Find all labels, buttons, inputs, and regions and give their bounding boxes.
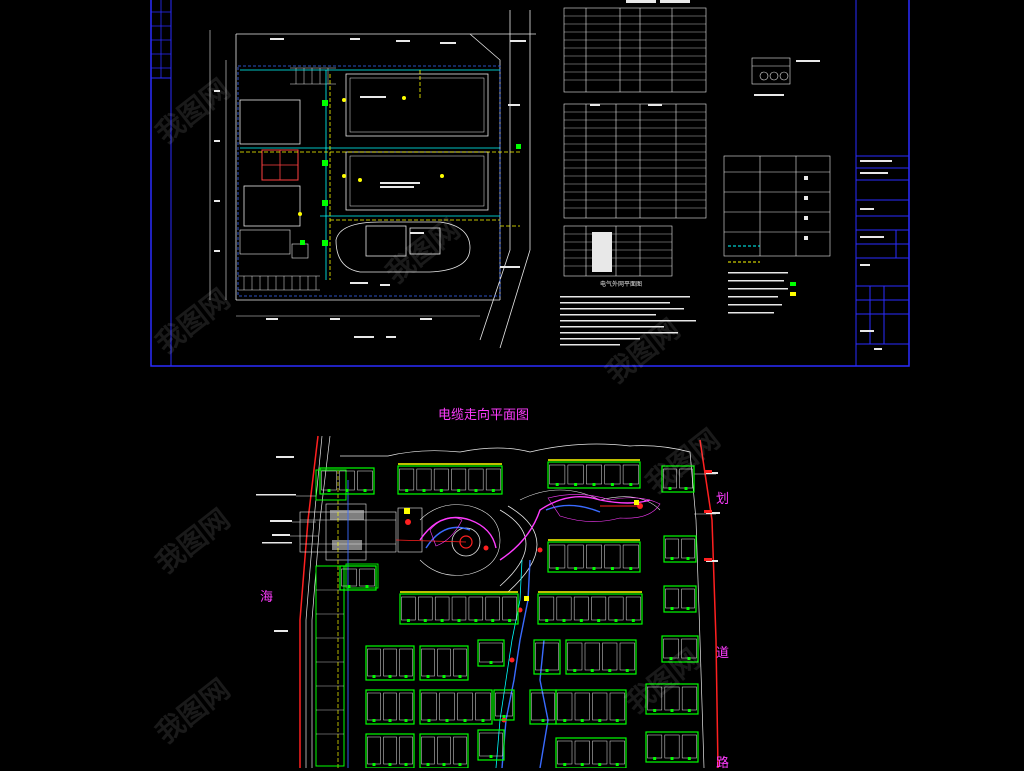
road-label-left: 海 — [260, 590, 274, 605]
table-rows — [564, 15, 706, 267]
design-notes — [560, 272, 788, 346]
building-block — [555, 737, 627, 768]
building-block — [419, 689, 493, 725]
building-block — [319, 467, 375, 495]
building-block — [365, 645, 415, 681]
upper-sheet — [150, 0, 910, 367]
site-plan-upper — [209, 10, 536, 349]
building-block — [565, 639, 637, 675]
building-block — [547, 539, 641, 573]
lower-sheet — [256, 435, 720, 768]
building-block — [537, 591, 643, 625]
road-label-right-1: 划 — [716, 492, 730, 507]
lower-drawing-title: 电缆走向平面图 — [438, 408, 530, 423]
building-block — [419, 645, 469, 681]
building-block — [365, 689, 415, 725]
building-block — [533, 639, 561, 675]
building-block — [477, 639, 505, 667]
building-block — [399, 591, 519, 625]
road-label-right-3: 路 — [716, 756, 730, 771]
building-block — [477, 729, 505, 761]
building-block — [529, 689, 557, 725]
building-block — [555, 689, 627, 725]
building-block — [661, 465, 695, 493]
building-block — [663, 535, 697, 563]
building-block — [419, 733, 469, 768]
building-block — [365, 733, 415, 768]
building-block — [547, 459, 641, 489]
building-block — [397, 463, 503, 495]
equipment-tables — [563, 7, 831, 277]
building-block — [661, 635, 699, 663]
building-block — [493, 689, 515, 721]
title-block — [855, 0, 910, 367]
building-block — [645, 731, 699, 763]
legend-lines — [728, 245, 796, 296]
road-label-right-2: 道 — [716, 646, 730, 661]
building-block — [339, 565, 377, 591]
building-block — [663, 585, 697, 613]
building-block — [645, 683, 699, 715]
upper-drawing-caption: 电气外网平面图 — [600, 281, 643, 288]
